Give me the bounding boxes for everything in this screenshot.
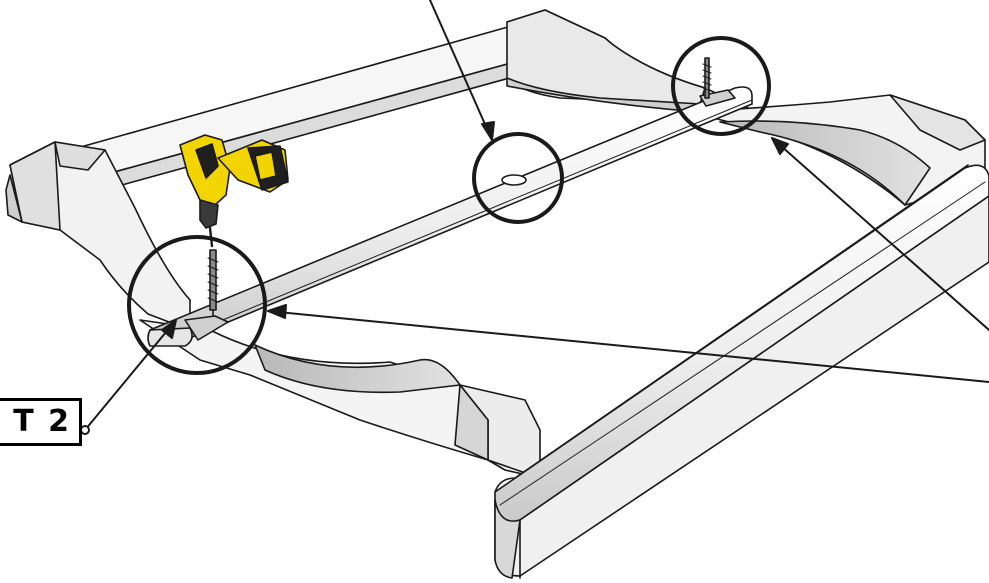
- callout-circle: [671, 36, 771, 136]
- part-label: T 2: [0, 398, 82, 446]
- callout-circle: [472, 132, 564, 224]
- callout-circle: [127, 235, 267, 375]
- center-hole: [501, 174, 527, 186]
- right-end-block: [689, 94, 986, 206]
- drill-icon: [179, 134, 289, 248]
- front-left-base: [139, 319, 541, 479]
- part-label-text: T 2: [13, 404, 71, 439]
- left-end-block: [5, 141, 191, 331]
- screw-icon: [702, 57, 712, 99]
- back-rail: [69, 24, 525, 197]
- screw-icon: [207, 249, 219, 317]
- leader-line: [80, 0, 989, 435]
- front-rail: [494, 164, 989, 579]
